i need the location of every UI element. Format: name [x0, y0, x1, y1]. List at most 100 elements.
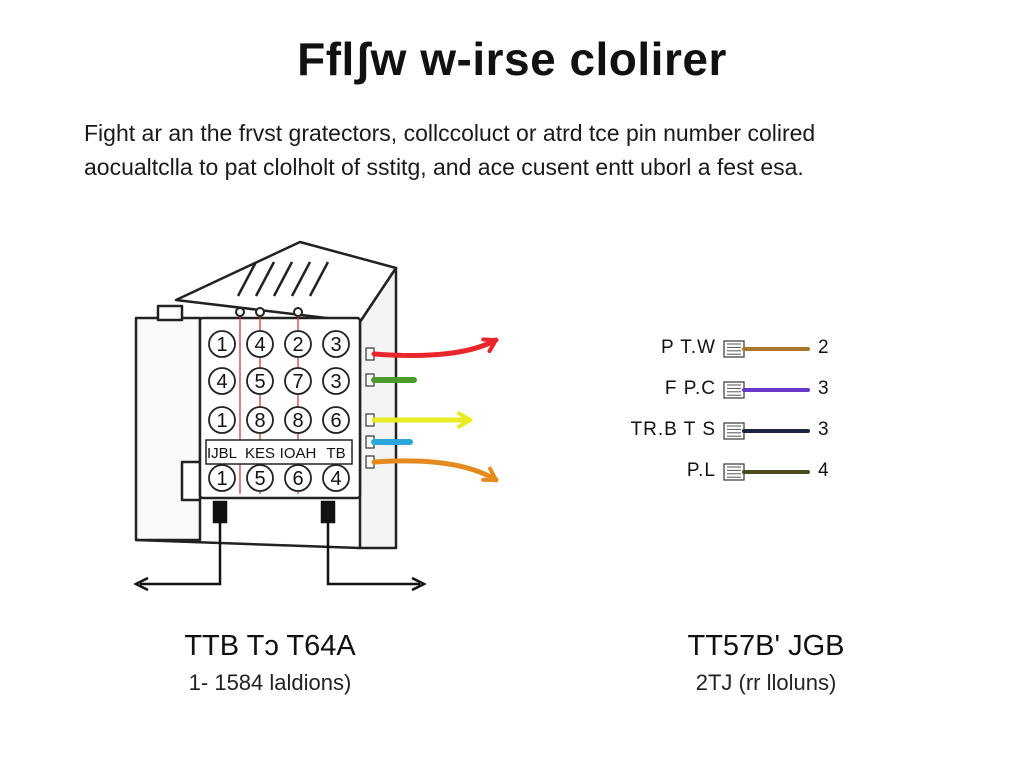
jack-wire — [365, 411, 473, 429]
wire-color-legend — [723, 340, 810, 481]
right-caption: TT57B' JGB — [687, 630, 845, 662]
pin-cell: 1 — [208, 406, 236, 434]
description: Fight ar an the frvst gratectors, collcc… — [84, 116, 964, 184]
wire-label: TR.B T S — [630, 419, 716, 440]
left-subcaption: 1- 1584 laldions) — [188, 670, 352, 695]
pin-number: 4 — [254, 334, 265, 356]
pin-circle — [208, 464, 236, 492]
jack-left-face — [134, 316, 202, 542]
pin-number: 5 — [254, 371, 265, 393]
legend-wire — [723, 422, 810, 440]
wire-label: F P.C — [664, 378, 716, 399]
rj45-connector-icon — [723, 340, 745, 358]
arrow-icon — [481, 337, 498, 354]
legend-wire — [723, 381, 810, 399]
pin-cell: 5 — [246, 367, 274, 395]
description-line-1: Fight ar an the frvst gratectors, collcc… — [84, 120, 816, 146]
pin-circle — [246, 406, 274, 434]
pin-circle — [246, 464, 274, 492]
wire-number: 4 — [818, 460, 829, 481]
description-line-2: aocualtclla to pat clolholt of sstitg, a… — [84, 154, 804, 180]
pin-number: 7 — [292, 371, 303, 393]
pin-number: 8 — [292, 410, 303, 432]
strip-frame — [205, 439, 353, 465]
left-caption: TTB Tɔ T64A — [184, 630, 356, 662]
pin-cell: 1 — [208, 330, 236, 358]
pin-cell: 4 — [246, 330, 274, 358]
pin-number: 8 — [254, 410, 265, 432]
pin-circle — [208, 367, 236, 395]
legend-wire — [723, 340, 810, 358]
rj45-connector-icon — [723, 463, 745, 481]
wire-number: 3 — [818, 419, 829, 440]
pin-cell: 2 — [284, 330, 312, 358]
jack-base — [180, 460, 202, 502]
rj45-connector-icon — [723, 381, 745, 399]
jack-latch — [156, 304, 184, 322]
right-leg-block — [320, 500, 336, 524]
pin-number: 1 — [216, 410, 227, 432]
pin-number: 3 — [330, 371, 341, 393]
arrow-icon — [457, 411, 472, 429]
pin-top-dot — [293, 307, 303, 317]
wire-label: P T.W — [661, 337, 716, 358]
pin-cell: 3 — [322, 330, 350, 358]
strip-label: TB — [326, 445, 345, 462]
right-subcaption: 2TJ (rr lloluns) — [695, 670, 837, 695]
pin-circle — [284, 406, 312, 434]
pin-circle — [284, 464, 312, 492]
pin-number: 6 — [292, 468, 303, 490]
pin-circle — [322, 330, 350, 358]
pin-circle — [284, 367, 312, 395]
pin-top-dot — [255, 307, 265, 317]
pin-cell: 7 — [284, 367, 312, 395]
pin-circle — [322, 367, 350, 395]
wire-line — [371, 458, 499, 483]
pin-number: 2 — [292, 334, 303, 356]
pin-circle — [208, 406, 236, 434]
strip-label: IOAH — [280, 445, 317, 462]
pin-top-dot — [235, 307, 245, 317]
pin-number: 3 — [330, 334, 341, 356]
pin-circle — [322, 406, 350, 434]
pin-cell: 8 — [246, 406, 274, 434]
left-leg-block — [212, 500, 228, 524]
pin-cell: 4 — [208, 367, 236, 395]
rj45-jack — [134, 240, 398, 550]
pin-circle — [322, 464, 350, 492]
jack-vent-slots — [236, 261, 330, 297]
jack-legs — [133, 500, 427, 592]
jack-wires — [365, 337, 499, 483]
jack-wire — [365, 435, 413, 449]
wire-number: 3 — [818, 378, 829, 399]
pin-number: 1 — [216, 468, 227, 490]
jack-top-face — [174, 240, 398, 324]
pin-cell: 5 — [246, 464, 274, 492]
arrow-icon — [481, 466, 498, 482]
pin-number: 4 — [216, 371, 227, 393]
pin-number: 5 — [254, 468, 265, 490]
pin-cell: 8 — [284, 406, 312, 434]
jack-wire — [365, 373, 417, 387]
pin-strip-labels: IJBL KES IOAH TB — [205, 439, 353, 465]
pin-number: 6 — [330, 410, 341, 432]
wire-line — [371, 337, 499, 358]
pin-circle — [246, 367, 274, 395]
strip-label: KES — [245, 445, 275, 462]
strip-label: IJBL — [207, 445, 237, 462]
jack-wire — [365, 337, 499, 361]
pin-cell: 6 — [322, 406, 350, 434]
pin-circle — [246, 330, 274, 358]
left-arrow-icon — [133, 576, 149, 592]
pin-circle — [284, 330, 312, 358]
pin-circle — [208, 330, 236, 358]
pin-number: 1 — [216, 334, 227, 356]
legend-wire — [723, 463, 810, 481]
wire-number: 2 — [818, 337, 829, 358]
jack-wire — [365, 455, 499, 483]
diagram-title: Fflʃw w-irse clolirer — [297, 33, 727, 85]
left-leg-line — [140, 522, 222, 586]
pin-cell: 6 — [284, 464, 312, 492]
